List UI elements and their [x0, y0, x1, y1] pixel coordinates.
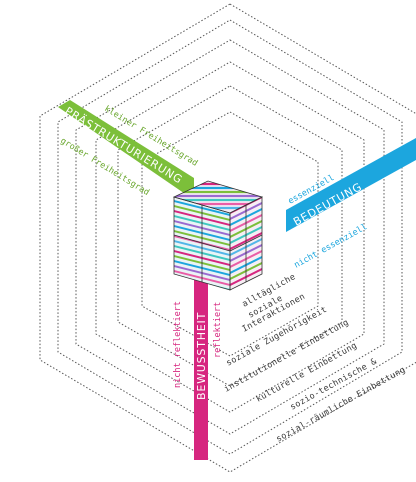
blue-label-nicht-essenziell: nicht essenziell: [293, 222, 369, 270]
praestrukturierung-band: [58, 100, 194, 200]
bewusstheit-band: [194, 270, 208, 460]
bewusstheit-title: BEWUSSTHEIT: [195, 312, 208, 400]
bedeutung-band: [286, 138, 416, 232]
pink-label-reflektiert: reflektiert: [213, 302, 223, 358]
hexagon-ring-5: [57, 19, 403, 455]
hexagon-ring-4: [75, 39, 385, 435]
cube-icon: [172, 180, 264, 291]
pink-label-nicht-reflektiert: nicht reflektiert: [173, 301, 183, 388]
hexagon-ring-3: [95, 61, 365, 413]
